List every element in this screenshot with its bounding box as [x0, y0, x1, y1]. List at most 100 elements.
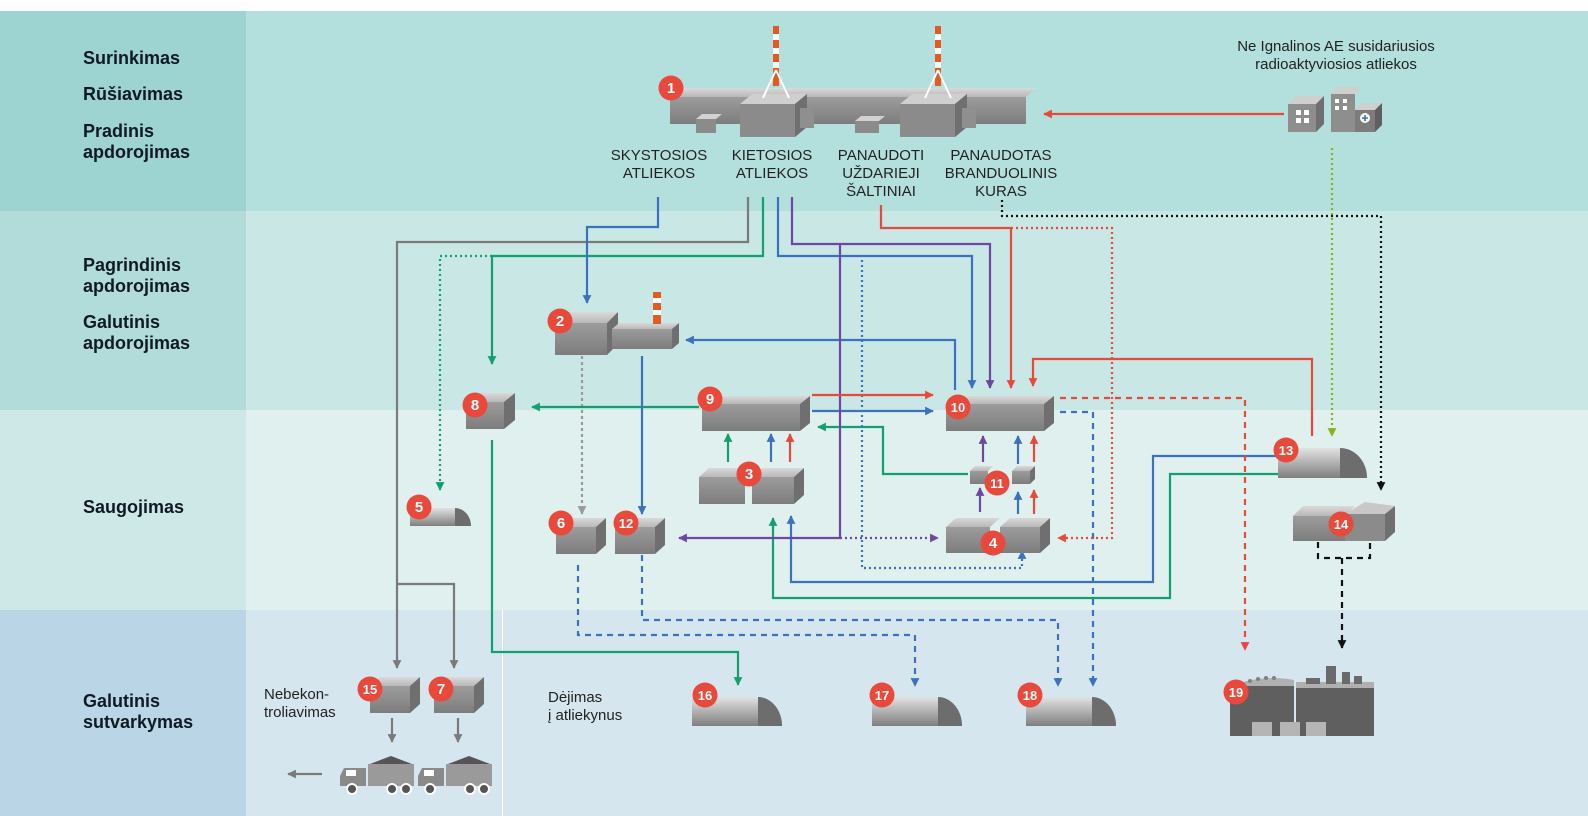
repository-17: [872, 697, 962, 726]
marker-circle: [736, 461, 762, 487]
label-clearance: Nebekon- troliavimas: [264, 686, 336, 721]
flow-solid-to-8: [487, 197, 765, 365]
marker-number: 18: [1023, 688, 1037, 703]
marker-number: 10: [951, 400, 965, 415]
band-disposal-side: [0, 610, 246, 816]
flow-13-to-10: [1028, 357, 1314, 436]
stage-label-main-treatment: Pagrindinis apdorojimas: [83, 255, 191, 296]
marker-number: 17: [875, 688, 889, 703]
repository-19: [1230, 666, 1374, 736]
marker-circle: [1273, 437, 1299, 463]
band-storage-side: [0, 410, 246, 610]
disposal-divider: [502, 610, 503, 816]
building-14: [1293, 502, 1395, 541]
flow-solid-to-5: [435, 254, 492, 491]
flow-13-to-3-blue: [786, 454, 1278, 584]
label-external-waste: Ne Ignalinos AE susidariusios radioaktyv…: [1237, 38, 1435, 73]
marker-number: 16: [698, 688, 712, 703]
marker-circle: [1017, 682, 1043, 708]
marker-4: 4: [980, 530, 1006, 556]
marker-number: 8: [471, 397, 479, 414]
flow-sources-to-4-dotted: [1011, 226, 1114, 543]
flow-solid-to-10-purple: [790, 197, 995, 389]
marker-16: 16: [692, 682, 718, 708]
marker-circle: [428, 676, 454, 702]
flow-sources-to-10: [879, 205, 1016, 389]
marker-number: 11: [990, 476, 1004, 491]
marker-8: 8: [462, 392, 488, 418]
marker-circle: [945, 394, 971, 420]
flow-14-to-19: [1316, 542, 1372, 648]
marker-circle: [1223, 679, 1249, 705]
marker-12: 12: [613, 510, 639, 536]
marker-number: 15: [363, 682, 377, 697]
flow-13-to-3: [768, 472, 1278, 600]
marker-circle: [869, 682, 895, 708]
marker-number: 4: [989, 535, 998, 552]
marker-circle: [548, 510, 574, 536]
flow-6-to-17: [576, 565, 920, 687]
marker-circle: [984, 470, 1010, 496]
marker-number: 19: [1229, 685, 1243, 700]
plant-building-1: [670, 26, 1036, 137]
label-sealed-sources: PANAUDOTI UŽDARIEJI ŠALTINIAI: [837, 147, 925, 200]
marker-6: 6: [548, 510, 574, 536]
marker-2: 2: [547, 308, 573, 334]
marker-18: 18: [1017, 682, 1043, 708]
building-11: [970, 466, 1035, 484]
marker-5: 5: [406, 494, 432, 520]
flow-solid-to-10: [776, 197, 977, 389]
marker-19: 19: [1223, 679, 1249, 705]
marker-number: 13: [1279, 443, 1293, 458]
flow-solid-to-7: [397, 582, 459, 669]
marker-number: 1: [667, 80, 675, 97]
flow-solid-to-4-dotted: [860, 260, 1027, 570]
marker-circle: [357, 676, 383, 702]
marker-15: 15: [357, 676, 383, 702]
stage-label-collection: Surinkimas: [83, 48, 181, 68]
repository-18: [1026, 697, 1116, 726]
flow-fuel-to-14: [1000, 200, 1386, 491]
marker-circle: [462, 392, 488, 418]
marker-circle: [980, 530, 1006, 556]
marker-10: 10: [945, 394, 971, 420]
marker-circle: [613, 510, 639, 536]
marker-circle: [697, 386, 723, 412]
marker-circle: [1328, 511, 1354, 537]
stage-label-disposal: Galutinis sutvarkymas: [83, 691, 194, 732]
stage-label-conditioning: Galutinis apdorojimas: [83, 312, 191, 353]
stage-label-storage: Saugojimas: [83, 497, 185, 517]
flow-10-to-19: [1060, 396, 1250, 651]
tunnel-13: [1278, 448, 1367, 478]
marker-17: 17: [869, 682, 895, 708]
marker-number: 9: [706, 391, 714, 408]
stage-label-pretreatment: Pradinis apdorojimas: [83, 121, 191, 162]
building-2: [555, 292, 679, 355]
label-solid-waste: KIETOSIOS ATLIEKOS: [731, 147, 813, 182]
truck-icon-2: [418, 756, 492, 795]
marker-number: 5: [415, 499, 423, 516]
flow-liquid-to-2: [582, 197, 660, 304]
marker-13: 13: [1273, 437, 1299, 463]
marker-number: 7: [437, 681, 445, 698]
label-spent-fuel: PANAUDOTAS BRANDUOLINIS KURAS: [944, 147, 1058, 200]
building-9: [702, 396, 810, 431]
label-liquid-waste: SKYSTOSIOS ATLIEKOS: [610, 147, 708, 182]
marker-7: 7: [428, 676, 454, 702]
truck-icon-1: [340, 756, 414, 795]
marker-number: 3: [745, 466, 753, 483]
external-buildings-icon: [1288, 87, 1382, 132]
flow-solid-to-clearance: [392, 197, 750, 669]
marker-circle: [406, 494, 432, 520]
marker-1: 1: [658, 75, 684, 101]
marker-9: 9: [697, 386, 723, 412]
label-disposal-note: Dėjimas į atliekynus: [548, 689, 623, 724]
marker-number: 6: [557, 515, 565, 532]
marker-3: 3: [736, 461, 762, 487]
flow-11-to-9: [817, 422, 968, 476]
marker-11: 11: [984, 470, 1010, 496]
marker-circle: [547, 308, 573, 334]
marker-circle: [658, 75, 684, 101]
